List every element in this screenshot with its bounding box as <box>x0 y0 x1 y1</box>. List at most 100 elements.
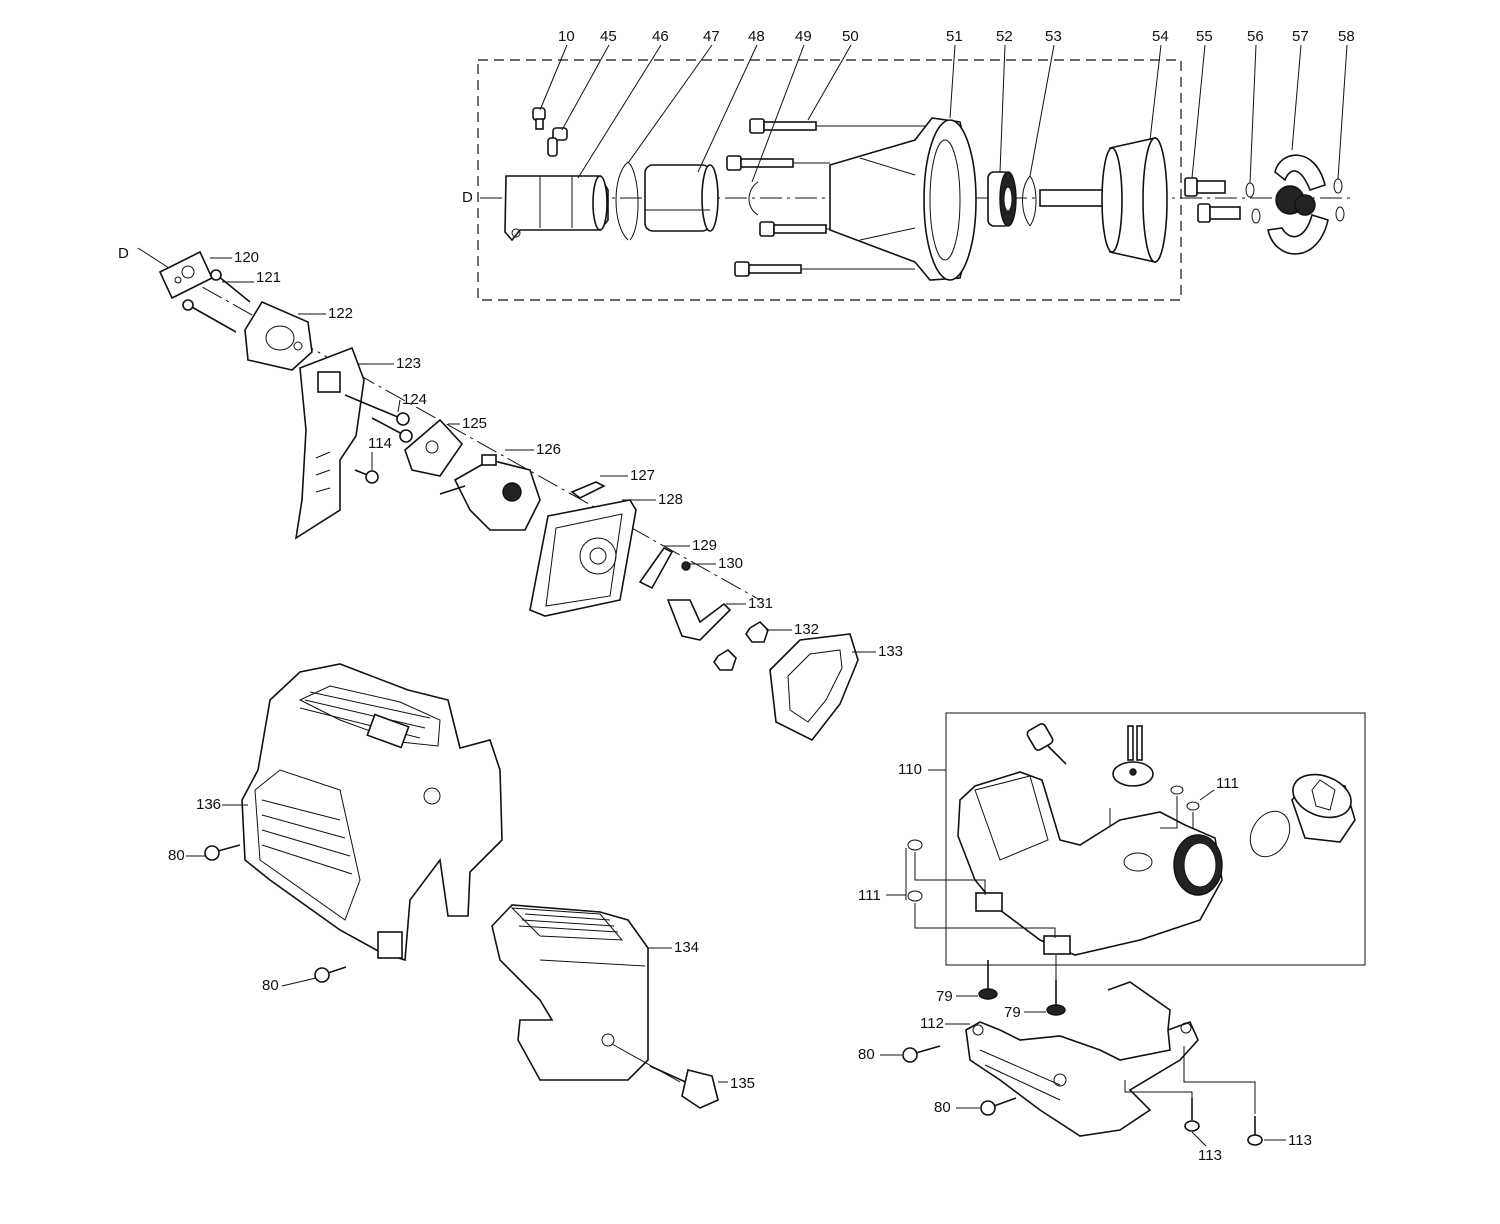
part-55-shoulder-bolts <box>1184 177 1241 223</box>
part-120-gasket <box>158 250 214 300</box>
label-134: 134 <box>674 939 699 956</box>
label-122: 122 <box>328 305 353 322</box>
label-80-a: 80 <box>168 847 185 864</box>
fuel-tank-body <box>957 771 1223 956</box>
label-136: 136 <box>196 796 221 813</box>
cover-labels: 136 80 80 134 135 <box>168 796 755 1092</box>
label-133: 133 <box>878 643 903 660</box>
label-48: 48 <box>748 28 765 45</box>
axis-marker-d-left: D <box>118 245 129 262</box>
part-134-cylinder-cover <box>491 904 649 1081</box>
part-80-screw-c <box>902 1045 941 1063</box>
part-56-washer-a <box>1245 182 1255 198</box>
label-52: 52 <box>996 28 1013 45</box>
part-48-bushing <box>644 164 719 232</box>
label-54: 54 <box>1152 28 1169 45</box>
part-45-pin <box>547 127 568 157</box>
part-127-lever <box>570 481 606 499</box>
label-120: 120 <box>234 249 259 266</box>
label-121: 121 <box>256 269 281 286</box>
part-54-clutch-drum <box>1039 137 1168 263</box>
fuel-cap <box>1291 773 1356 843</box>
label-124: 124 <box>402 391 427 408</box>
grommet <box>1112 761 1154 787</box>
label-49: 49 <box>795 28 812 45</box>
part-124-bolts <box>344 394 413 443</box>
part-80-screw-d <box>980 1097 1017 1116</box>
label-113-a: 113 <box>1198 1147 1222 1164</box>
part-51-clutch-housing <box>829 117 977 281</box>
label-45: 45 <box>600 28 617 45</box>
label-131: 131 <box>748 595 773 612</box>
part-135-knob-bolt <box>649 1065 719 1109</box>
label-110: 110 <box>898 761 922 778</box>
label-123: 123 <box>396 355 421 372</box>
fuel-tank-group: 110 <box>858 712 1366 1164</box>
washer-111-b <box>1186 801 1200 811</box>
fuel-tank-frame <box>945 712 1366 966</box>
fuel-filter <box>1026 723 1067 765</box>
label-126: 126 <box>536 441 561 458</box>
part-114-screw <box>354 469 379 484</box>
engine-cover-group: 136 80 80 134 135 <box>168 663 755 1109</box>
label-129: 129 <box>692 537 717 554</box>
label-130: 130 <box>718 555 743 572</box>
part-133-filter-element <box>769 633 859 742</box>
label-79-b: 79 <box>1004 1004 1021 1021</box>
label-53: 53 <box>1045 28 1062 45</box>
label-80-d: 80 <box>934 1099 951 1116</box>
part-50-bolts <box>726 118 930 277</box>
label-56: 56 <box>1247 28 1264 45</box>
cap-o-ring <box>1249 810 1291 858</box>
label-57: 57 <box>1292 28 1309 45</box>
label-132: 132 <box>794 621 819 638</box>
clutch-group-dashed-frame <box>477 59 1182 301</box>
label-79-a: 79 <box>936 988 953 1005</box>
part-122-intake-manifold <box>244 300 313 371</box>
part-57-clutch-shoes <box>1267 154 1329 255</box>
label-114: 114 <box>368 435 392 452</box>
washer-111-a <box>1170 785 1184 795</box>
label-135: 135 <box>730 1075 755 1092</box>
label-51: 51 <box>946 28 963 45</box>
label-127: 127 <box>630 467 655 484</box>
part-49-ring <box>748 181 759 216</box>
part-47-snap-ring <box>615 161 639 241</box>
label-128: 128 <box>658 491 683 508</box>
label-58: 58 <box>1338 28 1355 45</box>
part-46-clutch-sleeve <box>504 175 609 242</box>
part-113-screw-a <box>1184 1098 1200 1132</box>
label-80-b: 80 <box>262 977 279 994</box>
part-128-filter-base <box>529 499 637 617</box>
part-113-screw-b <box>1247 1116 1263 1146</box>
part-136-engine-shroud <box>241 663 503 962</box>
part-121-bolts <box>182 269 251 333</box>
washer-111-c <box>907 839 923 851</box>
label-46: 46 <box>652 28 669 45</box>
washer-111-d <box>907 890 923 902</box>
part-123-bracket <box>294 346 365 540</box>
clutch-labels: 10 45 46 47 48 49 50 51 52 53 54 55 56 <box>539 28 1355 184</box>
label-55: 55 <box>1196 28 1213 45</box>
part-80-screw-b <box>314 966 347 983</box>
label-112: 112 <box>920 1015 944 1032</box>
part-126-carburetor <box>439 454 541 531</box>
fuel-lines <box>1127 725 1143 761</box>
label-47: 47 <box>703 28 720 45</box>
part-58-ring-a <box>1333 178 1343 194</box>
part-58-ring-b <box>1335 206 1345 222</box>
part-52-bearing <box>987 171 1017 227</box>
label-10: 10 <box>558 28 575 45</box>
part-132-nuts <box>713 620 769 671</box>
label-111-a: 111 <box>1216 775 1239 792</box>
part-80-screw-a <box>204 844 241 861</box>
axis-marker-d-top: D <box>462 189 473 206</box>
clutch-assembly-group: D <box>462 28 1355 301</box>
part-129-choke-plate <box>638 546 674 590</box>
part-125-gasket <box>404 418 464 477</box>
part-130-screw <box>681 561 691 571</box>
part-56-washer-b <box>1251 208 1261 224</box>
part-53-circlip <box>1022 175 1037 227</box>
part-131-bracket <box>666 599 732 641</box>
